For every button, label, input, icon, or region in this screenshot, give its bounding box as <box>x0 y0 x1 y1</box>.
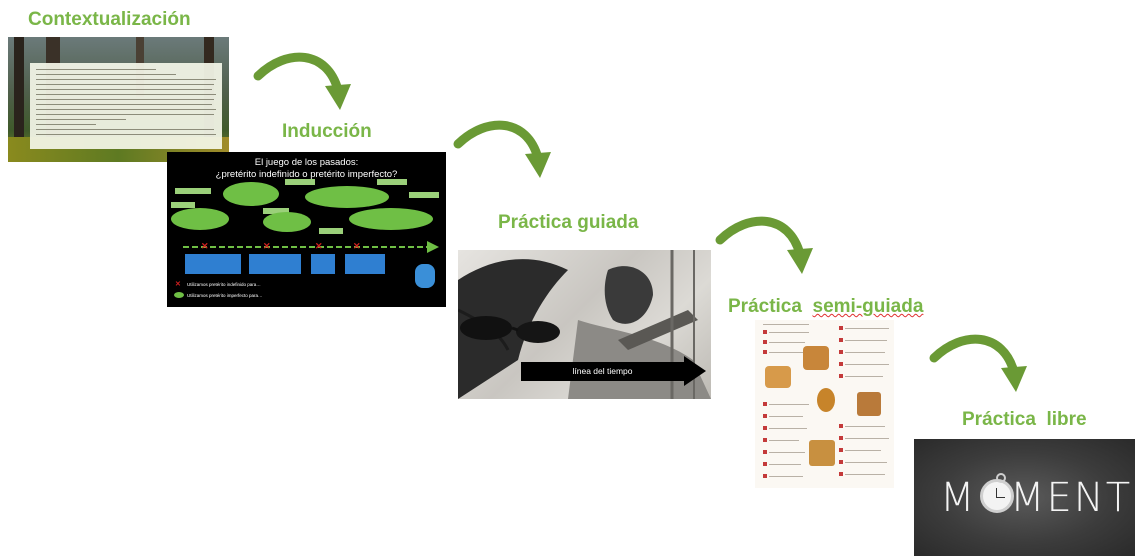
stage-title-practica-libre: Práctica libre <box>962 409 1087 430</box>
imperfecto-oval <box>349 208 433 230</box>
chalk-letter: T <box>1105 475 1133 521</box>
practica-libre-chalkboard-image: MOMENT <box>914 439 1135 556</box>
imperfecto-oval <box>171 208 229 230</box>
practica-semi-guiada-worksheet-image <box>755 320 894 488</box>
answer-box <box>171 202 195 208</box>
imperfecto-oval <box>223 182 279 206</box>
moment-chalk-text: MOMENT <box>940 475 1132 521</box>
stopwatch-icon <box>980 473 1014 513</box>
imperfecto-oval <box>263 212 311 232</box>
induccion-slide: El juego de los pasados: ¿pretérito inde… <box>167 152 446 307</box>
curved-arrow-icon <box>253 52 351 110</box>
legend-imperfecto: Utilizamos pretérito imperfecto para… <box>187 293 263 298</box>
stage-title-part1: Práctica <box>728 296 802 317</box>
slide-title-line1: El juego de los pasados: <box>254 157 359 168</box>
egg-illustration <box>817 388 835 412</box>
slide-timeline-arrow <box>183 241 439 253</box>
reading-illustration <box>765 366 791 388</box>
stage-title-practica-guiada: Práctica guiada <box>498 212 639 233</box>
practica-guiada-sketch-image: línea del tiempo <box>458 250 711 399</box>
chalk-letter: M <box>940 475 977 521</box>
legend-indefinido: Utilizamos pretérito indefinido para… <box>187 282 261 287</box>
event-box <box>345 254 385 274</box>
door-illustration <box>809 440 835 466</box>
window-illustration <box>857 392 881 416</box>
cooking-illustration <box>803 346 829 370</box>
x-mark-icon: ✕ <box>263 241 271 251</box>
thinking-figure-icon <box>415 264 435 288</box>
answer-box <box>377 179 407 185</box>
answer-box <box>319 228 343 234</box>
curved-arrow-icon <box>453 120 551 178</box>
event-box <box>249 254 301 274</box>
chalk-letter: M <box>1010 475 1047 521</box>
event-box <box>311 254 335 274</box>
answer-box <box>175 188 211 194</box>
x-mark-icon: ✕ <box>353 241 361 251</box>
answer-box <box>409 192 439 198</box>
stage-title-part2: semi-guiada <box>812 296 924 317</box>
story-text-panel <box>30 63 222 149</box>
timeline-arrowhead-icon <box>684 356 706 386</box>
stage-title-practica-semi-guiada: Práctica semi-guiada <box>728 296 923 318</box>
x-mark-icon: ✕ <box>315 241 323 251</box>
chalk-letter: E <box>1046 475 1074 521</box>
legend-oval-icon <box>174 292 184 298</box>
curved-arrow-icon <box>929 334 1027 392</box>
event-box <box>185 254 241 274</box>
contextualizacion-slide-image <box>8 37 229 162</box>
curved-arrow-icon <box>715 216 813 274</box>
stage-title-induccion: Inducción <box>282 121 372 142</box>
imperfecto-oval <box>305 186 389 208</box>
x-mark-icon: ✕ <box>175 281 181 288</box>
timeline-bar: línea del tiempo <box>521 362 684 381</box>
slide-title-line2: ¿pretérito indefinido o pretérito imperf… <box>215 169 398 180</box>
chalk-letter: N <box>1073 475 1106 521</box>
stage-title-contextualizacion: Contextualización <box>28 9 191 30</box>
answer-box <box>263 208 289 214</box>
answer-box <box>285 179 315 185</box>
x-mark-icon: ✕ <box>201 241 209 251</box>
